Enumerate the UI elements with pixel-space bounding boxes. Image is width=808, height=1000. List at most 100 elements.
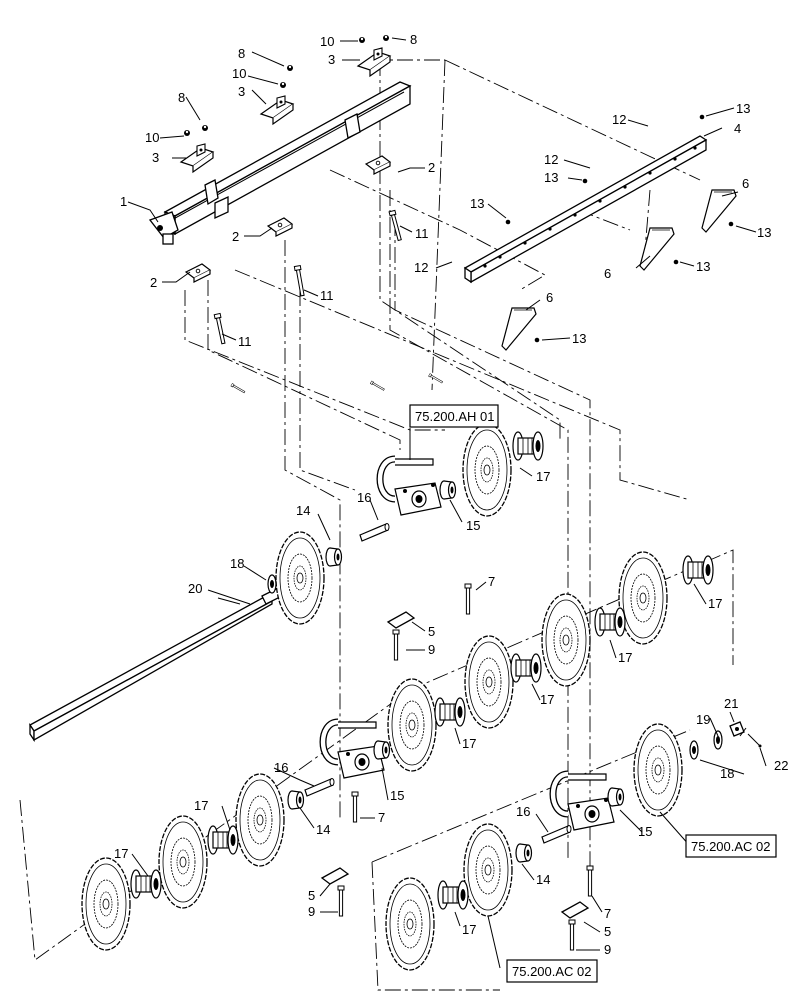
callout-9-lower: 9 — [604, 942, 611, 957]
pin-16-upper — [359, 522, 390, 542]
bolt-7-lower — [586, 865, 594, 897]
callout-15-lower: 15 — [638, 824, 652, 839]
bolt-12-c — [230, 383, 246, 394]
bolt-12-b — [370, 380, 386, 392]
pin-16-lower — [541, 824, 572, 844]
nut-10-middle — [280, 82, 286, 88]
shank-6-middle — [639, 227, 675, 271]
callout-13-d: 13 — [757, 225, 771, 240]
callout-12-b: 12 — [544, 152, 558, 167]
disc-lower-left-3 — [81, 857, 131, 951]
clamp-2-right — [365, 155, 391, 175]
bushing-15-upper — [439, 480, 457, 500]
disc-lower-left-2 — [158, 815, 208, 909]
nut-8-top — [383, 35, 389, 41]
disc-lower-left-1 — [235, 773, 285, 867]
disc-row-right-2 — [541, 593, 591, 687]
callout-7-middle: 7 — [378, 810, 385, 825]
callout-9-middle: 9 — [308, 904, 315, 919]
callout-6-middle: 6 — [604, 266, 611, 281]
callout-4: 4 — [734, 121, 741, 136]
callout-17-upper: 17 — [536, 469, 550, 484]
callout-7-upper: 7 — [488, 574, 495, 589]
spool-17-row-right-2 — [594, 607, 626, 637]
plate-5-upper — [386, 611, 416, 629]
bolt-9-upper — [392, 629, 400, 661]
callout-1: 1 — [120, 194, 127, 209]
spool-17-upper — [512, 431, 544, 461]
callout-15-middle: 15 — [390, 788, 404, 803]
callout-11-c: 11 — [238, 334, 252, 349]
callout-17-row-3: 17 — [540, 692, 554, 707]
disc-18-lower-right — [633, 723, 683, 817]
shank-6-left — [501, 307, 537, 351]
disc-row-right-1 — [618, 551, 668, 645]
callout-2-right: 2 — [428, 160, 435, 175]
pin-16-middle — [304, 777, 335, 797]
callout-12-a: 12 — [612, 112, 626, 127]
disc-lower-right-1 — [463, 823, 513, 917]
reference-box-ac02-right[interactable]: 75.200.AC 02 — [685, 834, 777, 858]
reference-ac02-right-label: 75.200.AC 02 — [691, 839, 771, 854]
callout-15-upper: 15 — [466, 518, 480, 533]
disc-lower-right-2 — [385, 877, 435, 971]
bushing-15-lower — [607, 787, 625, 807]
callout-5-middle: 5 — [308, 888, 315, 903]
bolt-11-b — [293, 265, 306, 297]
callout-18-lower: 18 — [720, 766, 734, 781]
bushing-15-middle — [373, 740, 391, 760]
callout-16-upper: 16 — [357, 490, 371, 505]
callout-17-row-1: 17 — [708, 596, 722, 611]
plate-5-middle — [320, 867, 350, 885]
nut-10-top — [359, 37, 365, 43]
disc-18-shaft — [275, 531, 325, 625]
callout-8-middle: 8 — [238, 46, 245, 61]
bracket-3-middle — [260, 95, 294, 125]
callout-13-a: 13 — [736, 101, 750, 116]
washer-18-shaft — [267, 574, 277, 594]
callout-13-b: 13 — [544, 170, 558, 185]
bolt-7-middle — [351, 791, 359, 823]
nut-21 — [729, 721, 745, 737]
spool-17-row-right-4 — [434, 697, 466, 727]
callout-14-upper: 14 — [296, 503, 310, 518]
callout-13-e: 13 — [696, 259, 710, 274]
callout-8-left: 8 — [178, 90, 185, 105]
bolt-12-a — [428, 373, 444, 384]
bolt-9-lower — [568, 919, 576, 951]
clamp-2-middle — [267, 217, 293, 237]
callout-2-left: 2 — [150, 275, 157, 290]
callout-17-lower-right: 17 — [462, 922, 476, 937]
callout-14-lower: 14 — [536, 872, 550, 887]
bushing-14-upper — [325, 547, 343, 567]
spool-17-lower-left-1 — [207, 825, 239, 855]
bolt-11-a — [388, 209, 404, 242]
callout-9-upper: 9 — [428, 642, 435, 657]
callout-17-row-2: 17 — [618, 650, 632, 665]
callout-3-left: 3 — [152, 150, 159, 165]
hanger-lower-right — [553, 774, 614, 830]
callout-21: 21 — [724, 696, 738, 711]
washer-19 — [713, 730, 723, 750]
leader-lines — [127, 37, 767, 969]
disc-row-right-4 — [387, 678, 437, 772]
callout-3-right: 3 — [328, 52, 335, 67]
callout-10-top: 10 — [320, 34, 334, 49]
washer-18-lower — [689, 740, 699, 760]
callout-13-f: 13 — [572, 331, 586, 346]
callout-11-b: 11 — [320, 288, 334, 303]
reference-ac02-bottom-label: 75.200.AC 02 — [512, 964, 592, 979]
reference-box-ah01[interactable]: 75.200.AH 01 — [409, 404, 499, 428]
spool-17-row-right-1 — [682, 555, 714, 585]
bolt-7-upper — [464, 583, 472, 615]
callout-10-left: 10 — [145, 130, 159, 145]
reference-box-ac02-bottom[interactable]: 75.200.AC 02 — [506, 959, 598, 983]
callout-14-middle: 14 — [316, 822, 330, 837]
clamp-2-left — [185, 263, 211, 283]
spool-17-row-right-3 — [510, 653, 542, 683]
plate-5-lower — [560, 901, 590, 919]
callout-5-upper: 5 — [428, 624, 435, 639]
callout-16-middle: 16 — [274, 760, 288, 775]
callout-5-lower: 5 — [604, 924, 611, 939]
